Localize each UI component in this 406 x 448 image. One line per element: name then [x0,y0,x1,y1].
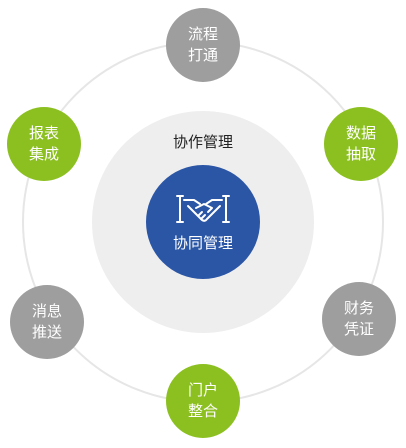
inner-ring-title: 协作管理 [172,133,233,151]
node-label: 数据 抽取 [345,124,376,163]
node-label: 门户 整合 [187,381,218,420]
node-portal[interactable]: 门户 整合 [166,364,240,438]
hub-label: 协同管理 [172,233,233,252]
node-report[interactable]: 报表 集成 [7,107,81,181]
node-message[interactable]: 消息 推送 [10,285,84,359]
node-label: 消息 推送 [31,302,62,341]
node-label: 报表 集成 [28,124,59,163]
node-label: 流程 打通 [187,25,218,64]
hub-circle[interactable]: 协同管理 [146,165,260,279]
node-process[interactable]: 流程 打通 [166,8,240,82]
node-data[interactable]: 数据 抽取 [324,107,398,181]
handshake-icon [176,194,230,223]
node-finance[interactable]: 财务 凭证 [322,282,396,356]
node-label: 财务 凭证 [343,299,374,338]
